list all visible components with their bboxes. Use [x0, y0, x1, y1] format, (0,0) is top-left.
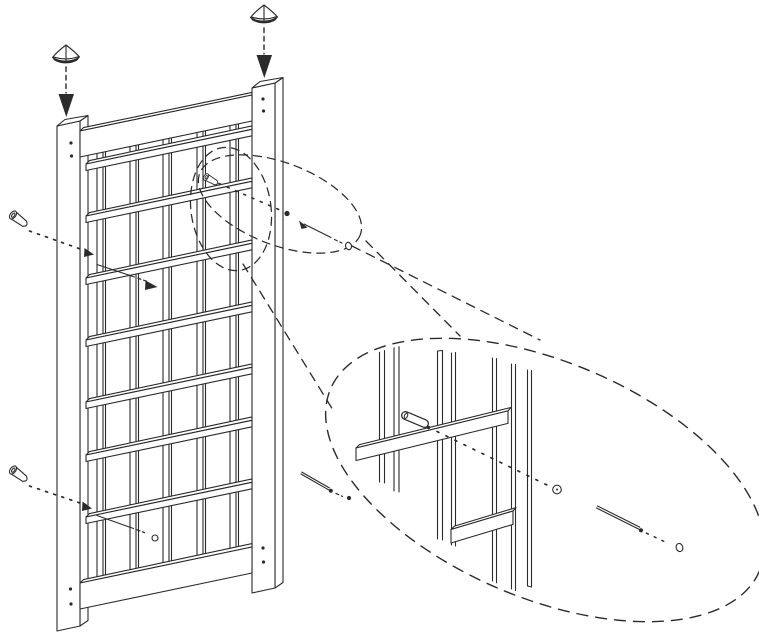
post-cap-left: [51, 44, 81, 64]
connector-line-a: [242, 263, 334, 411]
magnified-post: [491, 357, 533, 624]
callout-connector-lines: [242, 240, 541, 411]
mounting-screw-lower: [7, 464, 30, 485]
connector-line-b: [351, 245, 541, 341]
insertion-arrow-right: [256, 27, 272, 78]
right-post: [251, 76, 284, 594]
screw-trajectory-upper: [28, 230, 158, 290]
magnified-bottom-slat: [450, 507, 517, 544]
detail-screw-large: [595, 505, 668, 544]
washer-icon: [675, 542, 684, 553]
entry-point-dot: [284, 210, 290, 217]
washer-icon: [344, 241, 353, 251]
screw-trajectory-lower: [28, 485, 159, 542]
left-post: [56, 114, 89, 632]
magnified-lattice-slats: [378, 342, 457, 547]
detail-screw-small: [299, 220, 343, 244]
arrowhead-icon: [145, 280, 158, 290]
detail-screw-head: [552, 484, 562, 495]
entry-point-dot: [346, 495, 352, 501]
lattice-screw-small: [201, 172, 220, 188]
mounting-screw-upper: [7, 209, 30, 230]
top-rail: [79, 91, 253, 158]
down-arrow-icon: [256, 55, 272, 78]
insertion-arrow-left: [58, 66, 74, 117]
bottom-rail: [79, 543, 253, 610]
dowel-peg: [401, 411, 431, 430]
lead-line: [218, 182, 282, 212]
connector-line-c: [365, 240, 461, 337]
down-arrow-icon: [58, 94, 74, 117]
arrowhead-icon: [84, 248, 94, 257]
pilot-hole-icon: [151, 534, 159, 542]
magnified-view: [355, 342, 533, 624]
post-cap-right: [249, 4, 279, 24]
magnified-horizontal-slat: [355, 406, 512, 462]
screw-trajectory-detail: [436, 430, 549, 487]
post-screw-holes: [68, 97, 266, 606]
arrowhead-icon: [82, 501, 92, 511]
detail-callout-large: [324, 337, 759, 624]
detail-callout-small: [197, 154, 363, 254]
detail-region-circle: [189, 146, 273, 272]
middle-screw: [300, 471, 352, 501]
